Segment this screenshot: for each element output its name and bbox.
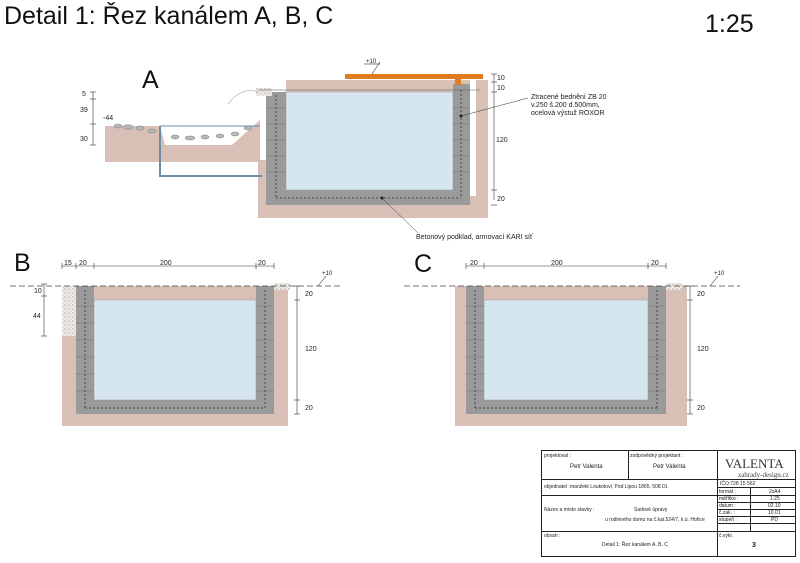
client-label: objednatel : [544,484,570,490]
pebble-strip-a [256,88,272,96]
content-value: Detail 1: Řez kanálem A, B, C [602,542,668,548]
section-b-label: B [14,249,31,277]
drawing-scale: 1:25 [705,10,754,38]
base-slab-c [466,400,666,414]
dim-b-20-left: 20 [79,260,87,267]
pool-water-b [93,299,257,401]
dim-a-39: 39 [80,107,88,114]
gravel-shore-a [113,123,253,141]
dim-b-44: 44 [33,313,41,320]
dim-c-20-top: 20 [697,291,705,298]
sheet-label: č.výkr. [719,533,734,539]
wooden-deck-a [345,74,483,79]
sheet-number: 3 [752,542,756,549]
content-label: obsah : [544,533,561,539]
dim-b-20-bottom: 20 [305,405,313,412]
company-logo-sub: zahrady-design.cz [738,471,789,479]
project-line-2: u rodinného domu na č.kat.524/7, k.ú. Ho… [605,517,705,523]
dim-c-20-bottom: 20 [697,405,705,412]
dim-b-15: 15 [64,260,72,267]
stage-value: PD [771,517,778,523]
dim-a-10: 10 [497,85,505,92]
section-c-label: C [414,250,433,278]
dim-b-120: 120 [305,346,317,353]
note-formwork-1: Ztracené bednění ZB 20 [531,94,607,101]
dim-b-200: 200 [160,260,172,267]
date-label: datum : [719,503,736,509]
level-c: +10 [714,271,725,277]
section-c-drawing: 20 200 20 +10 20 120 20 [404,260,740,426]
dim-a-10-top: 10 [497,75,505,82]
pool-water-c [483,299,649,401]
order-value: 10.01 [768,510,781,516]
dim-a-30: 30 [80,136,88,143]
level-b: +10 [322,271,333,277]
section-a-drawing: 5 39 -44 30 +10 10 10 120 20 Ztracené be… [80,59,607,241]
scale-label: měřítko : [719,496,739,502]
page-title: Detail 1: Řez kanálem A, B, C [4,2,334,30]
note-formwork-2: v.250 š.200 d.500mm, [531,102,600,109]
dim-b-20-right: 20 [258,260,266,267]
resp-label: zodpovědný projektant : [630,453,684,459]
section-b-drawing: 15 20 200 20 +10 10 44 20 120 20 [10,260,340,426]
company-ico: IČO:728 15 562 [720,481,756,487]
dim-a-120: 120 [496,137,508,144]
scale-value: 1:25 [770,496,780,502]
dim-c-120: 120 [697,346,709,353]
formwork-wall-right-a [453,84,470,195]
project-label: Název a místo stavby : [544,507,595,513]
title-block: projektoval : Petr Valenta zodpovědný pr… [541,450,796,557]
designer-name: Petr Valenta [570,464,603,470]
pool-water-a [285,91,454,191]
base-slab-a [266,190,470,205]
format-label: formát : [719,489,736,495]
dim-a-44: -44 [103,115,113,122]
note-base: Betonový podklad, armovací KARI síť [416,234,533,241]
resp-name: Petr Valenta [653,464,686,470]
stage-label: stupeň : [719,517,737,523]
date-value: 02.10 [768,503,781,509]
client-name: manželé Loukotovi, Pod Lipou 1865, 508 0… [570,484,668,490]
company-logo: VALENTA [725,456,784,471]
dim-a-5: 5 [82,91,86,98]
shore-soil-a [105,120,260,162]
dim-b-10: 10 [34,288,42,295]
section-a-label: A [142,66,159,94]
dim-c-20-left: 20 [470,260,478,267]
format-value: 2xA4 [769,489,781,495]
dim-c-20-right: 20 [651,260,659,267]
pebble-strip-b [62,286,76,336]
order-label: č.zak. : [719,510,735,516]
dim-a-20: 20 [497,196,505,203]
designer-label: projektoval : [544,453,571,459]
note-formwork-3: ocelová výstuž ROXOR [531,110,605,117]
dim-b-20-top: 20 [305,291,313,298]
level-a: +10 [366,59,377,65]
dim-c-200: 200 [551,260,563,267]
base-slab-b [76,400,274,414]
project-line-1: Sadové úpravy [634,507,668,513]
